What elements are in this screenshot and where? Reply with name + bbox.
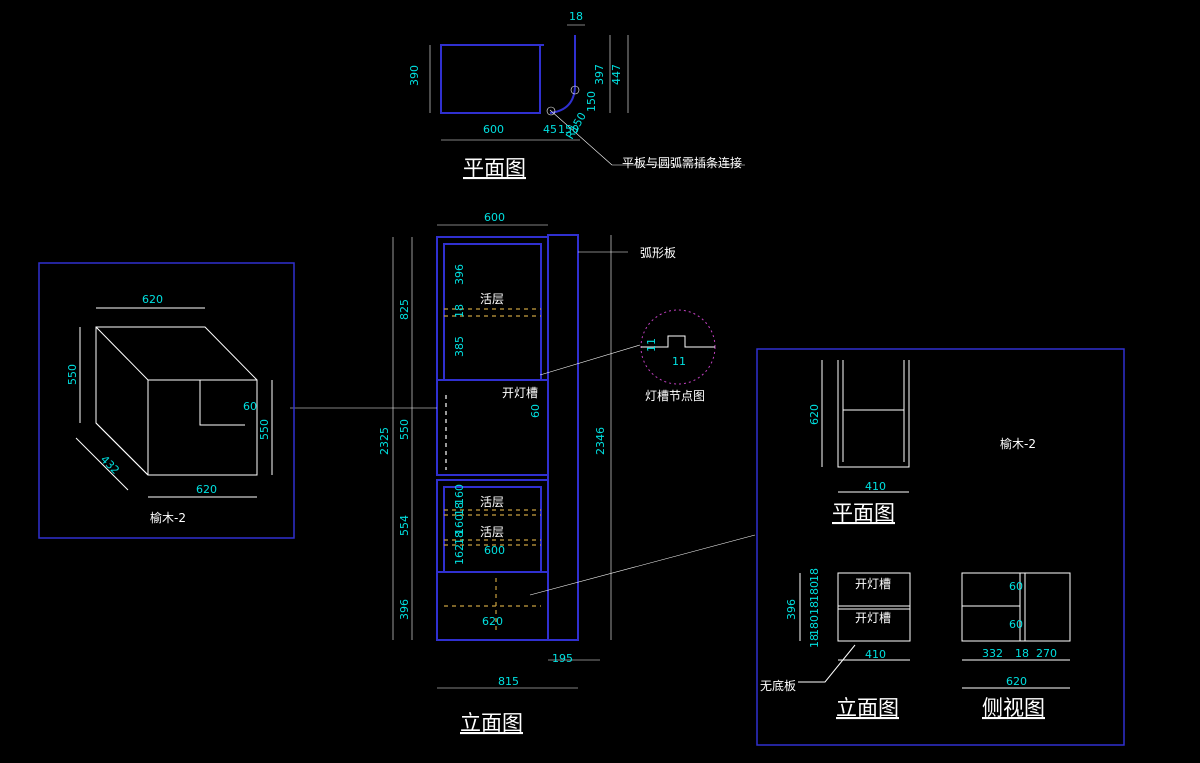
plan-dim-390: 390	[408, 65, 421, 86]
top-396: 396	[453, 264, 466, 285]
node-detail	[640, 309, 716, 385]
left-dim-550-right: 550	[258, 419, 271, 440]
node-title: 灯槽节点图	[645, 389, 705, 403]
plan-dim-447: 447	[610, 64, 623, 85]
right-elev-dim-180a: 180	[808, 581, 821, 602]
left-panel	[38, 262, 295, 539]
plan-title: 平面图	[463, 156, 526, 180]
plan-dim-45: 45	[543, 123, 557, 136]
node-dim-11a: 11	[645, 338, 658, 352]
plan-dim-397: 397	[593, 64, 606, 85]
node-dim-11b: 11	[672, 355, 686, 368]
shelf-label-top: 活层	[480, 292, 504, 306]
plan-note: 平板与圆弧需插条连接	[622, 155, 742, 170]
mid-160b: 160	[453, 484, 466, 505]
right-elev-dim-180b: 180	[808, 615, 821, 636]
inner-width-600: 600	[484, 544, 505, 557]
mid-160a: 160	[453, 514, 466, 535]
plan-dimension-lines	[429, 24, 745, 166]
elevation-dim-600: 600	[484, 211, 505, 224]
arc-panel-label: 弧形板	[640, 246, 676, 260]
right-material: 榆木-2	[1000, 436, 1036, 451]
plan-dim-150b: 150	[558, 123, 579, 136]
side-dim-60a: 60	[1009, 580, 1023, 593]
right-elev-dim-410: 410	[865, 648, 886, 661]
section-554: 554	[398, 515, 411, 536]
side-dim-18: 18	[1015, 647, 1029, 660]
section-396: 396	[398, 599, 411, 620]
left-dim-620-bottom: 620	[196, 483, 217, 496]
side-view-title: 侧视图	[982, 696, 1045, 720]
elevation-cabinet	[436, 234, 579, 641]
mid-18b: 18	[453, 502, 466, 516]
shelf-label-mid1: 活层	[480, 495, 504, 509]
left-material: 榆木-2	[150, 510, 186, 525]
side-dim-270: 270	[1036, 647, 1057, 660]
elevation-overall-height: 2325	[378, 427, 391, 455]
bottom-815: 815	[498, 675, 519, 688]
bottom-195: 195	[552, 652, 573, 665]
section-825: 825	[398, 299, 411, 320]
plan-dim-600: 600	[483, 123, 504, 136]
side-dim-60b: 60	[1009, 618, 1023, 631]
left-dim-550-left: 550	[66, 364, 79, 385]
right-plan-dim-410: 410	[865, 480, 886, 493]
side-dim-620: 620	[1006, 675, 1027, 688]
no-bottom-label: 无底板	[760, 678, 796, 693]
left-dim-620-top: 620	[142, 293, 163, 306]
bottom-width-620: 620	[482, 615, 503, 628]
section-550: 550	[398, 419, 411, 440]
right-elev-dim-396: 396	[785, 599, 798, 620]
mid-18a: 18	[453, 531, 466, 545]
elevation-shelves	[444, 308, 541, 634]
elevation-dimension-lines	[290, 224, 756, 689]
plan-dim-150: 150	[585, 91, 598, 112]
right-elevation-title: 立面图	[836, 696, 899, 720]
plan-dim-18: 18	[569, 10, 583, 23]
right-panel	[756, 348, 1125, 746]
right-elev-dim-18b: 18	[808, 601, 821, 615]
top-18: 18	[453, 304, 466, 318]
elevation-title: 立面图	[460, 711, 523, 735]
right-elev-dim-18a: 18	[808, 568, 821, 582]
light-slot-label: 开灯槽	[502, 386, 538, 400]
side-dim-332: 332	[982, 647, 1003, 660]
right-plan-title: 平面图	[832, 501, 895, 525]
light-slot-60: 60	[529, 404, 542, 418]
shelf-label-mid2: 活层	[480, 525, 504, 539]
left-dim-60: 60	[243, 400, 257, 413]
top-385: 385	[453, 336, 466, 357]
right-slot-label-1: 开灯槽	[855, 577, 891, 591]
right-elev-dim-18c: 18	[808, 634, 821, 648]
mid-162: 162	[453, 544, 466, 565]
right-slot-label-2: 开灯槽	[855, 611, 891, 625]
elevation-total-height: 2346	[594, 427, 607, 455]
right-plan-dim-620: 620	[808, 404, 821, 425]
